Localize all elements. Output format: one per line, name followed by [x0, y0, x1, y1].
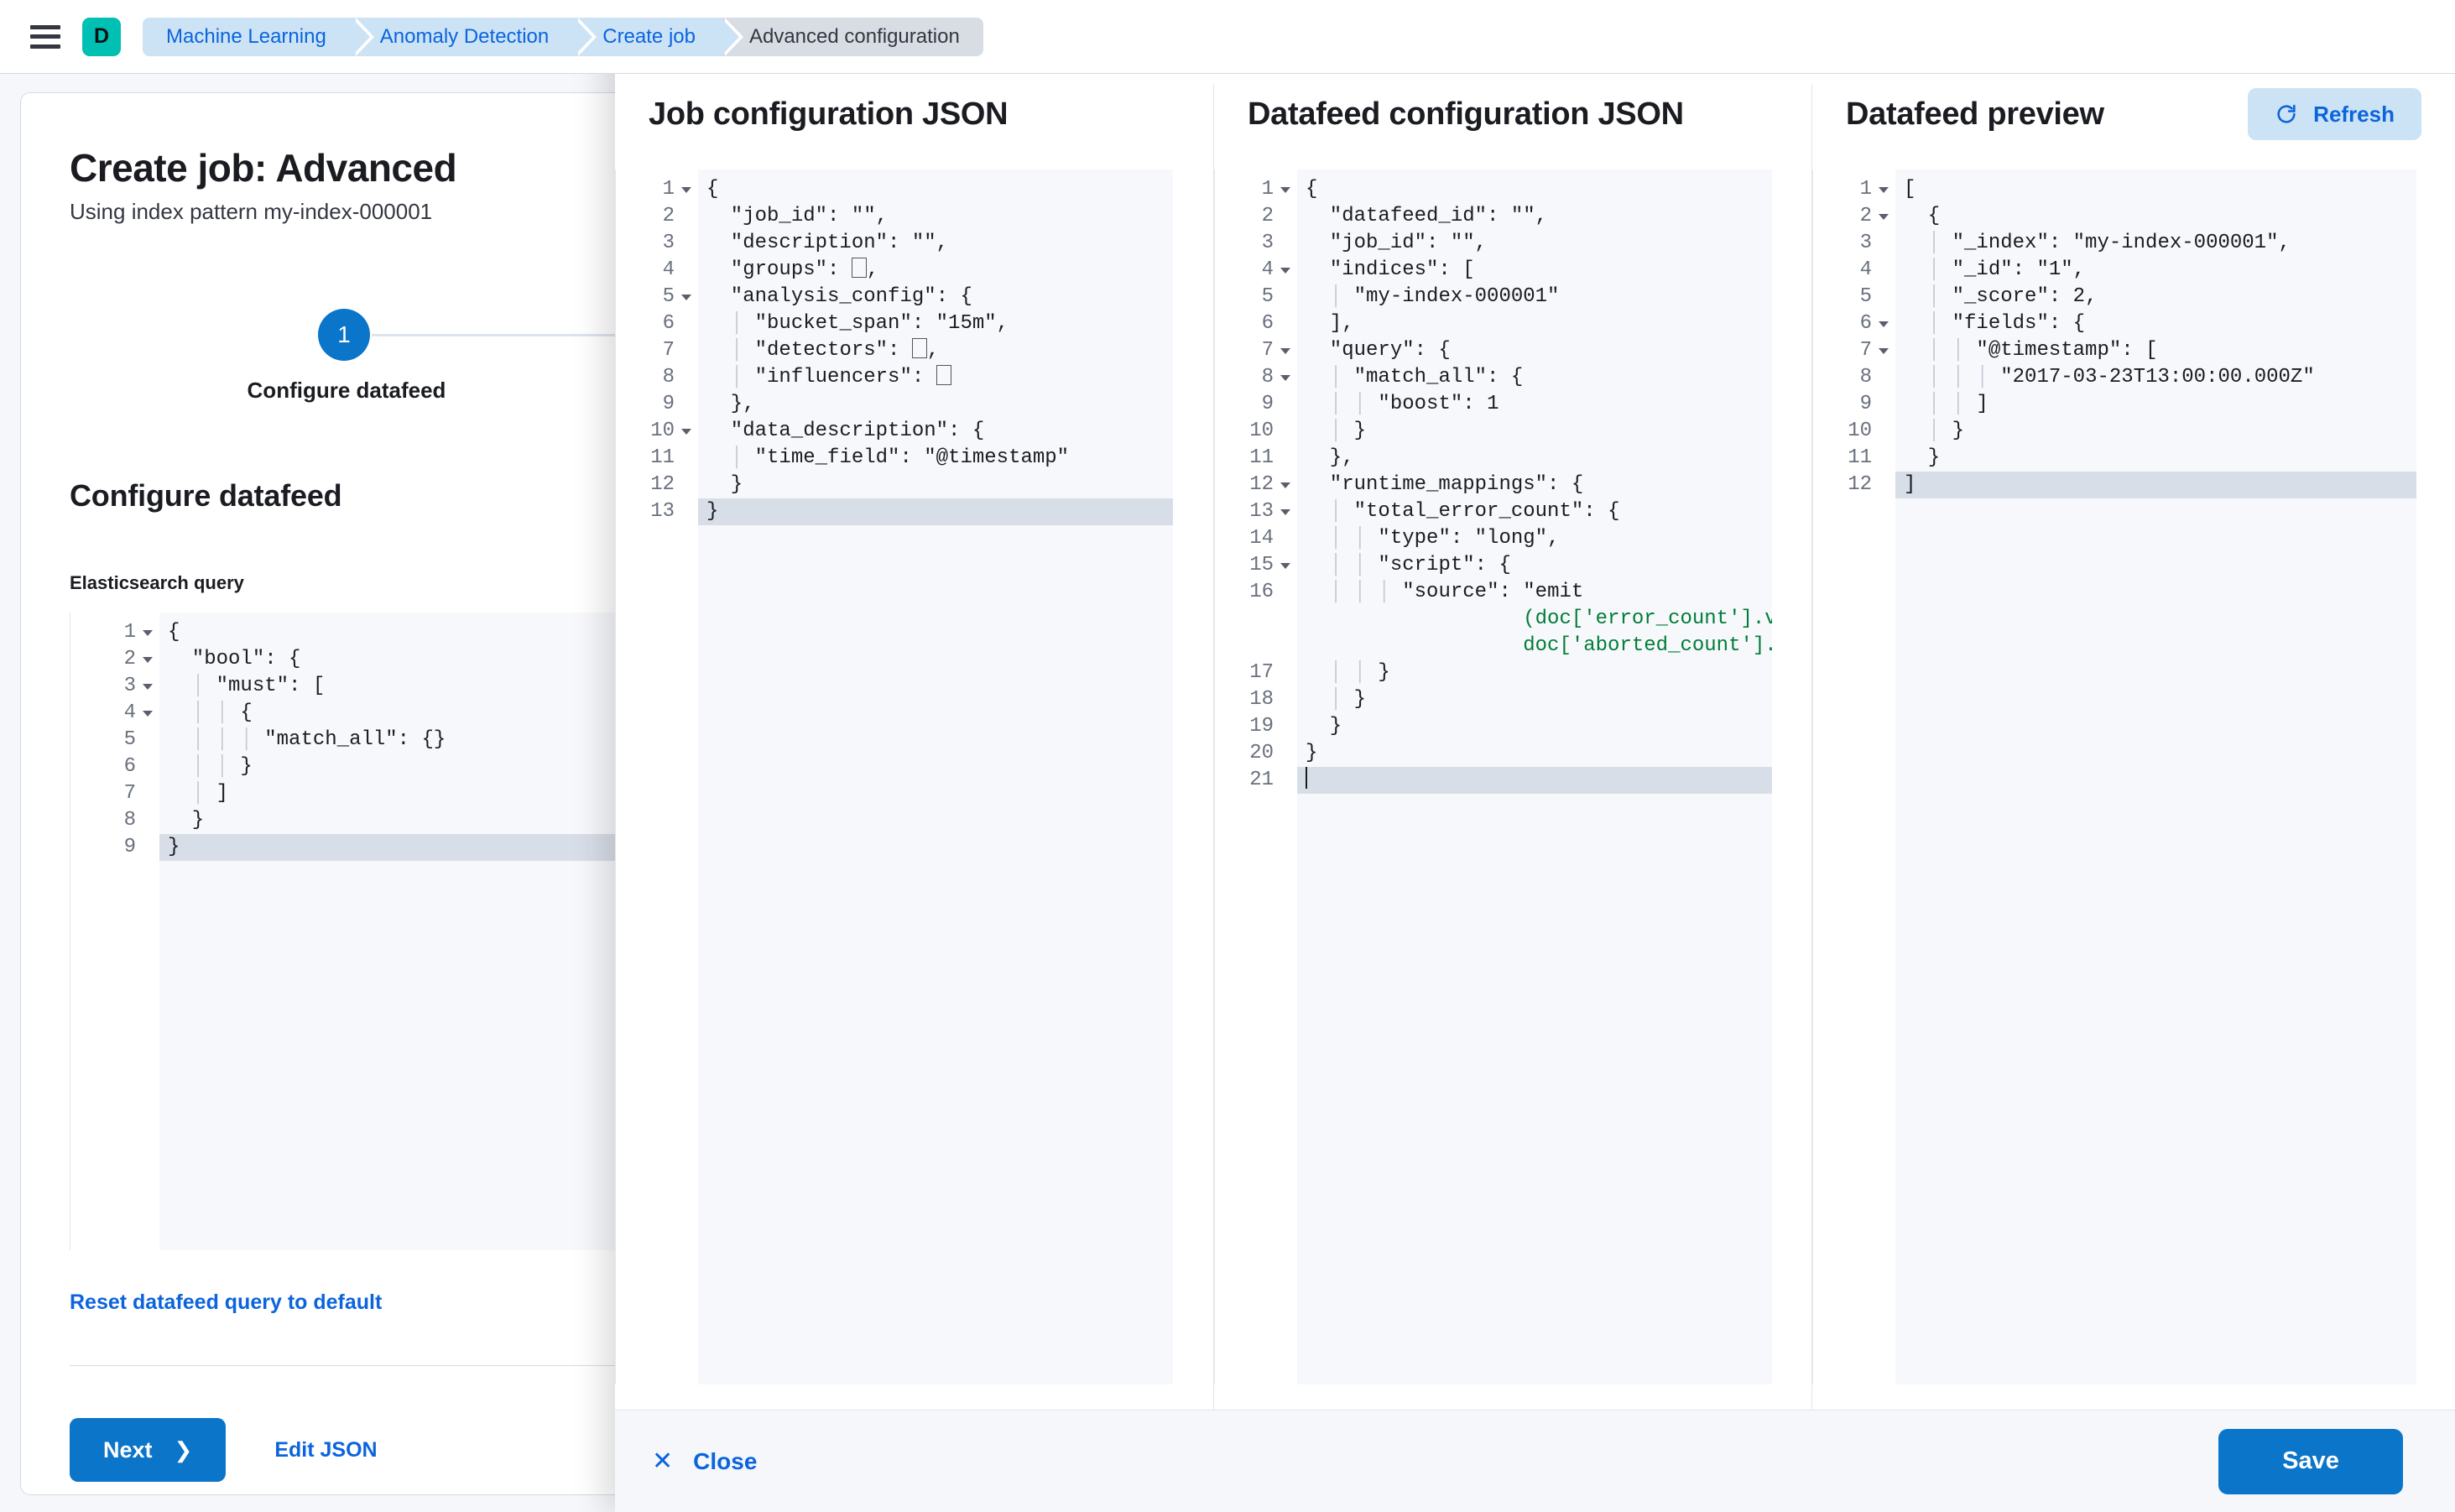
section-heading: Configure datafeed — [70, 478, 342, 513]
page-title: Create job: Advanced — [70, 146, 457, 190]
breadcrumb-item-create-job[interactable]: Create job — [574, 17, 743, 56]
refresh-icon — [2277, 104, 2296, 123]
save-button[interactable]: Save — [2218, 1428, 2403, 1494]
editor-code[interactable]: { "job_id": "", "description": "", "grou… — [706, 178, 1070, 523]
page-subtitle: Using index pattern my-index-000001 — [70, 199, 433, 224]
close-button-label: Close — [693, 1447, 758, 1474]
flyout-footer: ✕ Close Save — [615, 1410, 2455, 1512]
editor-code[interactable]: { "datafeed_id": "", "job_id": "", "indi… — [1297, 169, 1772, 1384]
step-1-circle[interactable]: 1 — [318, 309, 370, 361]
breadcrumb-item-anomaly-detection[interactable]: Anomaly Detection — [351, 17, 597, 56]
next-button-label: Next — [103, 1436, 153, 1462]
panel-title-datafeed-configuration: Datafeed configuration JSON — [1248, 96, 1684, 132]
next-button[interactable]: Next ❯ — [70, 1418, 227, 1482]
refresh-button-label: Refresh — [2313, 101, 2395, 127]
edit-json-button[interactable]: Edit JSON — [274, 1437, 378, 1462]
breadcrumb-item-machine-learning[interactable]: Machine Learning — [143, 17, 374, 56]
panel-title-datafeed-preview: Datafeed preview — [1846, 96, 2104, 132]
reset-datafeed-query-link[interactable]: Reset datafeed query to default — [70, 1290, 383, 1314]
refresh-button[interactable]: Refresh — [2248, 88, 2421, 140]
breadcrumb: Machine Learning Anomaly Detection Creat… — [143, 17, 983, 56]
editor-code[interactable]: [ { │ "_index": "my-index-000001", │ "_i… — [1904, 178, 2315, 496]
panel-title-job-configuration: Job configuration JSON — [649, 96, 1009, 132]
active-line-highlight — [616, 498, 1173, 525]
active-line-highlight — [1813, 472, 2416, 498]
avatar[interactable]: D — [82, 17, 121, 56]
wizard-steps: 1 Configure datafeed — [70, 294, 1228, 403]
chevron-right-icon: ❯ — [174, 1436, 193, 1462]
top-chrome-bar: D Machine Learning Anomaly Detection Cre… — [0, 0, 2455, 74]
step-1-label: Configure datafeed — [247, 378, 446, 403]
close-button[interactable]: ✕ Close — [652, 1448, 757, 1475]
close-x-icon: ✕ — [652, 1447, 674, 1475]
active-line-highlight — [1215, 767, 1772, 794]
hamburger-icon[interactable] — [30, 24, 60, 49]
editor-code[interactable]: { "bool": { │ "must": [ │ │ { │ │ │ "mat… — [168, 621, 446, 858]
elasticsearch-query-label: Elasticsearch query — [70, 572, 244, 593]
breadcrumb-item-advanced-configuration[interactable]: Advanced configuration — [720, 17, 983, 56]
